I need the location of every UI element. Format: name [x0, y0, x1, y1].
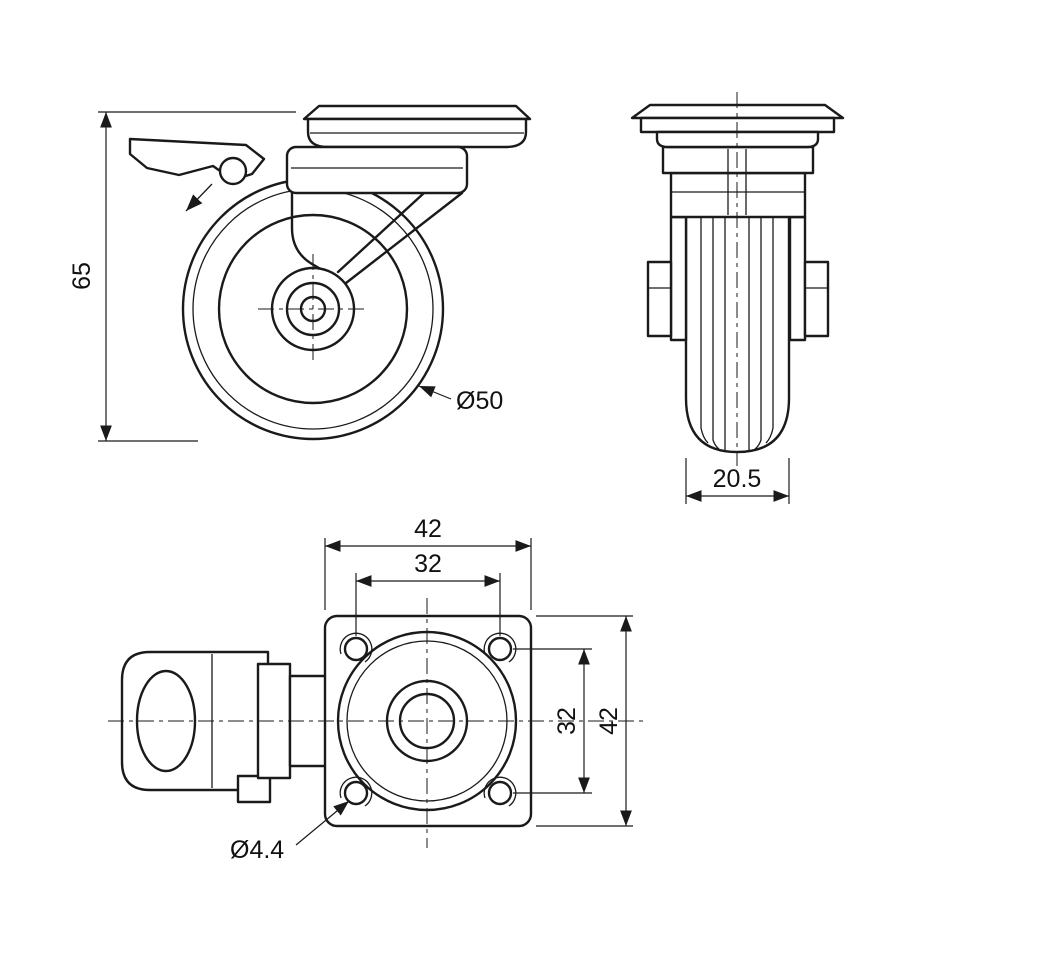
dim-plate-height: 42	[536, 615, 633, 827]
side-fork-inner-line	[336, 191, 426, 274]
view-side: 65 Ø50	[68, 104, 532, 442]
dim-wheel-width: 20.5	[685, 458, 790, 504]
bottom-brake-tip	[236, 774, 272, 804]
side-hub	[258, 254, 368, 364]
bolt-hole-bottom-left	[339, 776, 373, 807]
view-bottom: 42 32 32 42 Ø4.4	[108, 515, 648, 864]
dim-plate-height-label: 42	[595, 707, 623, 735]
front-wheel	[684, 186, 791, 454]
dim-hole-diameter: Ø4.4	[230, 800, 350, 864]
side-brake-hinge	[218, 156, 248, 186]
dim-plate-width: 42	[324, 515, 532, 610]
front-tread-line-5	[754, 189, 762, 450]
side-brake-lever	[128, 137, 266, 212]
front-housing-lower	[669, 171, 807, 219]
front-fork-left-leg	[669, 215, 688, 342]
dim-bolt-spacing-top: 32	[355, 550, 501, 636]
front-fork-right-leg	[788, 215, 807, 342]
front-plate-edge	[630, 103, 845, 120]
bolt-hole-bottom-right	[483, 776, 517, 807]
view-front: 20.5	[630, 92, 845, 504]
side-brake-press-arrow	[185, 183, 213, 212]
dim-wheel-diameter: Ø50	[418, 385, 503, 415]
dim-wheel-diameter-leader	[418, 385, 452, 400]
side-wheel-rim-circle	[217, 213, 409, 405]
front-tread-line-1	[700, 190, 709, 444]
front-bearing-race	[655, 130, 820, 149]
dim-hole-diameter-leader	[295, 800, 350, 846]
dim-wheel-diameter-label: Ø50	[456, 387, 503, 415]
dim-height: 65	[68, 111, 296, 442]
dim-bolt-spacing-right: 32	[513, 648, 592, 794]
bottom-wheel	[120, 650, 330, 804]
dim-height-label: 65	[68, 262, 96, 290]
side-fork-right-edge	[344, 191, 464, 285]
dim-bolt-spacing-right-label: 32	[553, 707, 581, 735]
front-housing-upper	[661, 145, 815, 175]
front-fork	[646, 215, 830, 342]
side-top-plate	[302, 104, 532, 149]
bottom-bolt-holes	[339, 632, 517, 807]
front-brake-lug-right	[803, 260, 830, 338]
side-fork-left-edge	[290, 191, 340, 281]
dim-bolt-spacing-top-label: 32	[414, 550, 442, 578]
bottom-wheel-end-oval	[135, 669, 197, 773]
side-fork	[290, 191, 464, 285]
side-plate-edge	[302, 104, 532, 121]
dim-wheel-width-label: 20.5	[713, 465, 762, 493]
front-housing	[661, 145, 815, 219]
front-tread-line-6	[765, 190, 774, 444]
dim-hole-diameter-label: Ø4.4	[230, 836, 284, 864]
bolt-hole-top-right	[483, 632, 517, 663]
dim-plate-width-label: 42	[414, 515, 442, 543]
side-swivel-head	[285, 145, 469, 195]
bolt-hole-top-left	[339, 632, 373, 663]
front-brake-lug-left	[646, 260, 673, 338]
front-tread-line-2	[712, 189, 720, 450]
